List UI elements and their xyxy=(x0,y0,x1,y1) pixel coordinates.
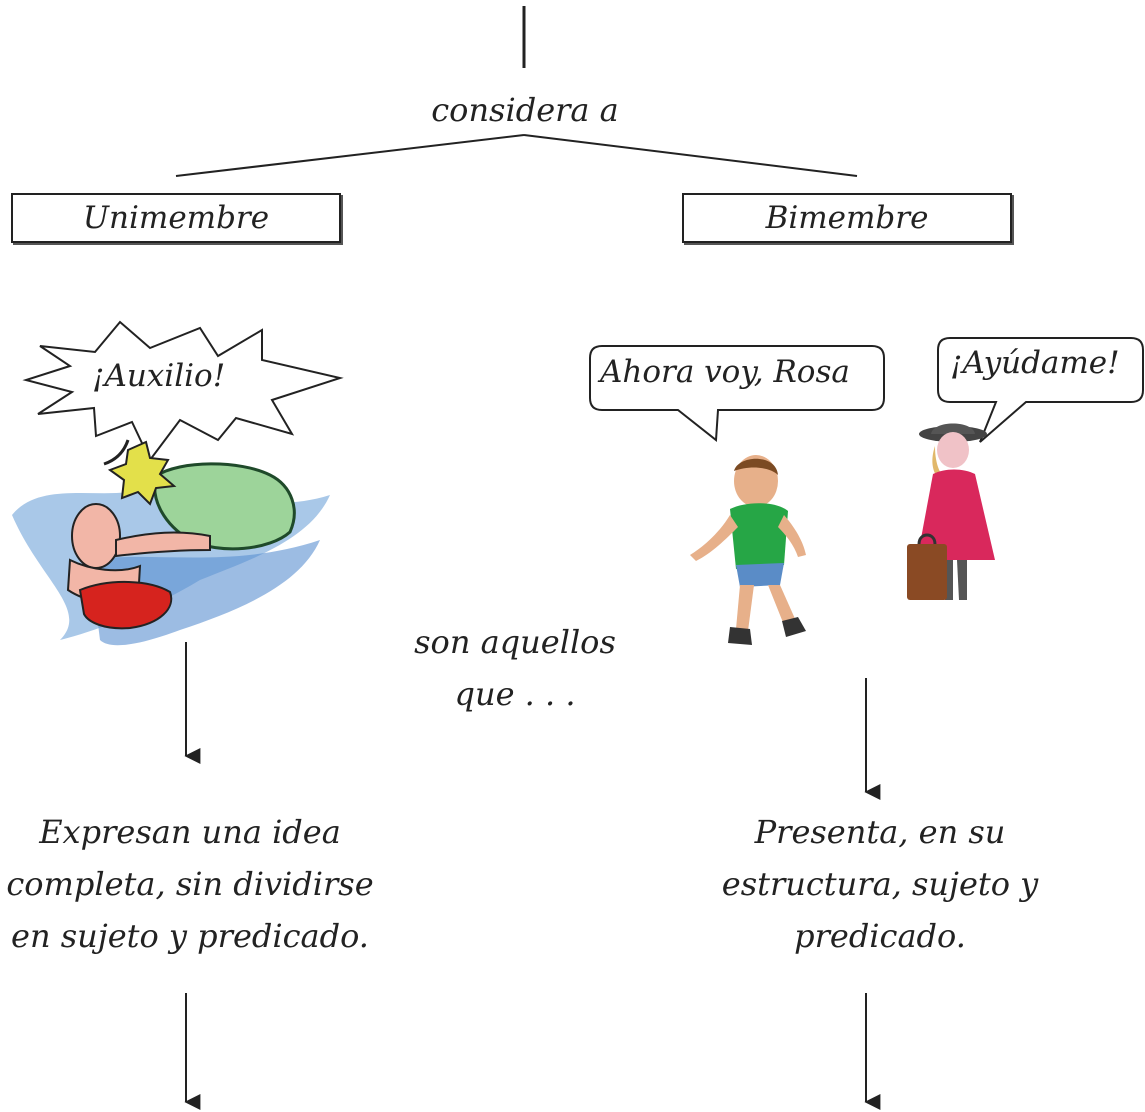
connector-label: considera a xyxy=(431,91,619,129)
branch-line-right xyxy=(523,134,858,177)
girl-with-suitcase-illustration xyxy=(907,423,995,600)
speech-bubble-girl xyxy=(937,337,1144,443)
moon xyxy=(103,439,130,466)
unimembre-example: ¡Auxilio! xyxy=(92,358,226,394)
unimembre-description-line-3: en sujeto y predicado. xyxy=(11,917,369,955)
arm xyxy=(115,531,211,558)
speech-bubble-boy xyxy=(589,345,885,442)
bimembre-description-line-1: Presenta, en su xyxy=(754,813,1006,851)
bimembre-example-1: Ahora voy, Rosa xyxy=(600,354,850,390)
unimembre-description-line-2: completa, sin dividirse xyxy=(6,865,374,903)
bimembre-box: Bimembre xyxy=(682,193,1012,243)
unimembre-description-line-1: Expresan una idea xyxy=(39,813,341,851)
bimembre-label: Bimembre xyxy=(765,200,929,236)
branch-line-left xyxy=(175,134,525,177)
unimembre-box: Unimembre xyxy=(11,193,341,243)
boat xyxy=(153,462,296,551)
drowning-man-illustration xyxy=(12,320,344,646)
bimembre-example-2: ¡Ayúdame! xyxy=(950,345,1120,381)
life-ring xyxy=(78,581,173,630)
unimembre-label: Unimembre xyxy=(82,200,270,236)
boy-running-illustration xyxy=(690,455,806,645)
bimembre-description-line-3: predicado. xyxy=(794,917,966,955)
middle-label-line-2: que . . . xyxy=(454,675,576,713)
middle-label-line-1: son aquellos xyxy=(414,623,616,661)
head xyxy=(71,503,121,569)
sun xyxy=(107,440,177,506)
bimembre-description-line-2: estructura, sujeto y xyxy=(721,865,1039,903)
exclamation-burst xyxy=(22,320,344,462)
